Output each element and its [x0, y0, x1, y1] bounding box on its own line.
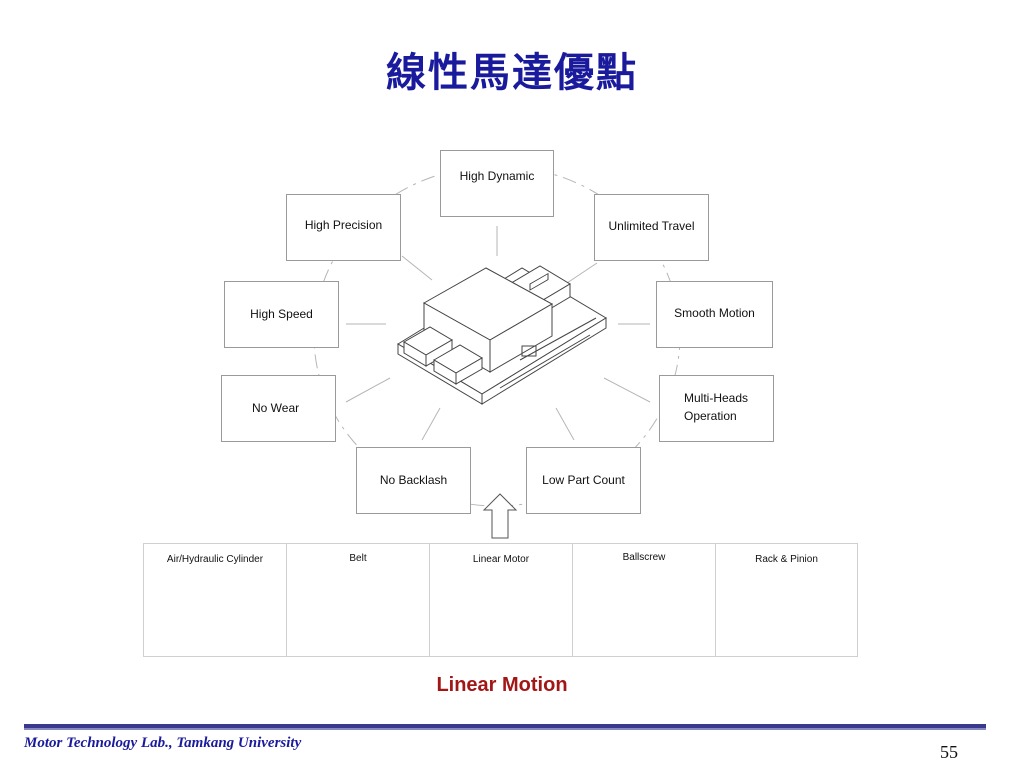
- mechanism-label: Ballscrew: [622, 552, 666, 563]
- mechanism-label: Linear Motor: [472, 554, 530, 565]
- page-number: 55: [940, 742, 958, 762]
- mechanism-label: Air/Hydraulic Cylinder: [166, 554, 264, 565]
- mechanism-rack-pinion: Rack & Pinion: [715, 543, 858, 657]
- advantage-high-speed: High Speed: [224, 281, 339, 348]
- advantage-smooth-motion: Smooth Motion: [656, 281, 773, 348]
- advantage-high-dynamic: High Dynamic: [440, 150, 554, 217]
- caption-linear-motion: Linear Motion: [436, 674, 568, 696]
- advantage-no-wear: No Wear: [221, 375, 336, 442]
- mechanism-linear-motor: Linear Motor: [429, 543, 573, 657]
- advantage-label: Low Part Count: [542, 472, 625, 487]
- up-arrow-icon: [482, 493, 518, 539]
- advantage-multi-heads: Multi-Heads Operation: [659, 375, 774, 442]
- footer-divider: [24, 724, 986, 728]
- mechanism-belt: Belt: [286, 543, 430, 657]
- advantage-label: High Dynamic: [459, 168, 535, 183]
- footer-lab-name: Motor Technology Lab., Tamkang Universit…: [24, 735, 302, 751]
- mechanism-label: Belt: [349, 553, 367, 564]
- advantage-low-part-count: Low Part Count: [526, 447, 641, 514]
- advantage-label: High Precision: [304, 217, 383, 232]
- advantage-no-backlash: No Backlash: [356, 447, 471, 514]
- slide-title: 線性馬達優點: [386, 49, 638, 96]
- advantage-unlimited-travel: Unlimited Travel: [594, 194, 709, 261]
- linear-motor-drawing: [397, 265, 607, 405]
- advantage-label: No Backlash: [379, 472, 448, 487]
- mechanism-ballscrew: Ballscrew: [572, 543, 716, 657]
- mechanism-label: Rack & Pinion: [755, 554, 818, 565]
- spokes: [345, 226, 651, 441]
- advantage-label: High Speed: [250, 307, 313, 321]
- advantage-label: Smooth Motion: [674, 305, 755, 320]
- advantage-label: No Wear: [252, 400, 300, 415]
- footer-divider-thin: [24, 728, 986, 730]
- mechanism-cylinder: Air/Hydraulic Cylinder: [143, 543, 287, 657]
- advantage-label: Multi-Heads Operation: [684, 390, 749, 423]
- advantage-label: Unlimited Travel: [608, 218, 695, 233]
- advantage-high-precision: High Precision: [286, 194, 401, 261]
